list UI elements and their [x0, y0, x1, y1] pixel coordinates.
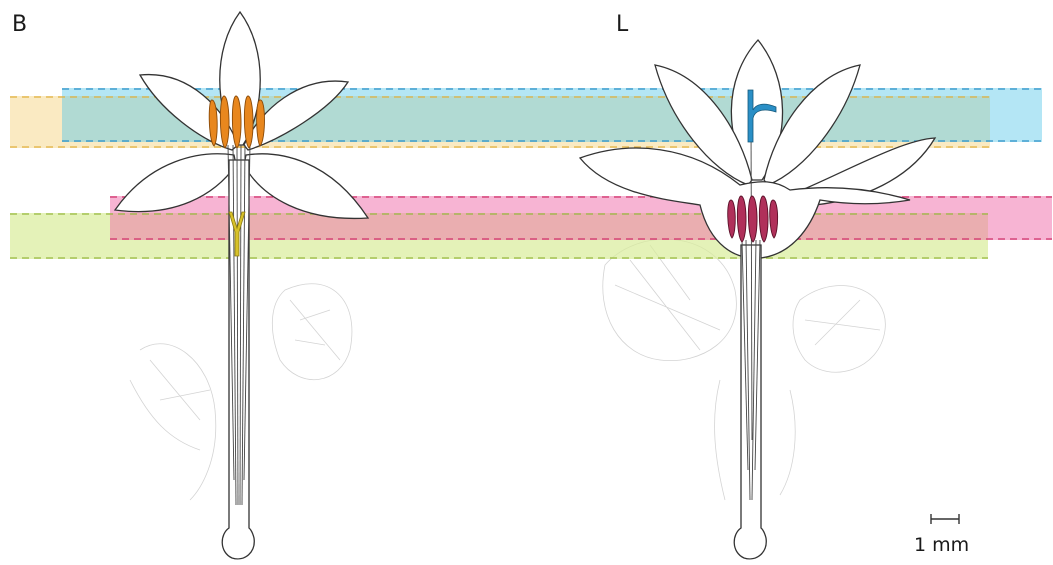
scale-bar [931, 514, 959, 524]
floral-tube-l [734, 245, 766, 559]
scale-bar-label: 1 mm [914, 536, 969, 555]
panel-label-b: B [12, 14, 27, 36]
flower-b [115, 12, 368, 559]
band-magenta-lower [110, 196, 1052, 240]
panel-label-l: L [616, 14, 628, 36]
